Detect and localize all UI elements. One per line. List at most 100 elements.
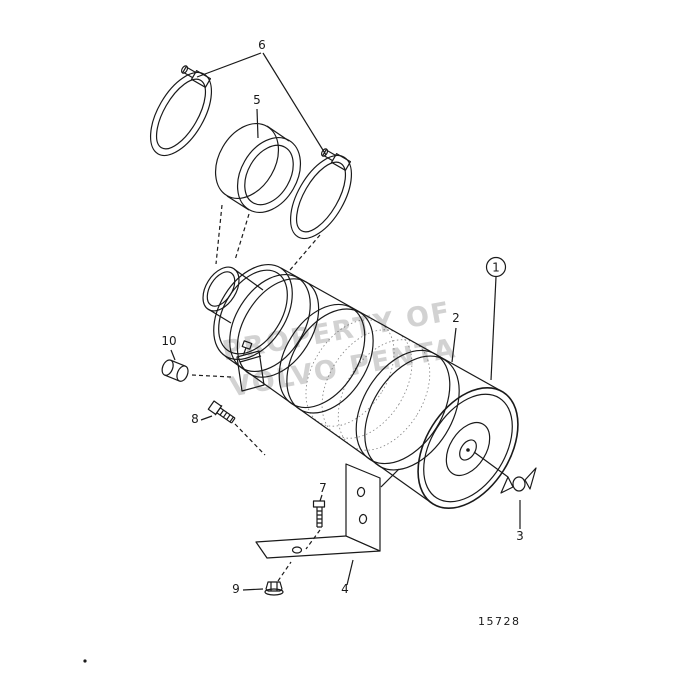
guide-nut9 (277, 561, 292, 582)
guide-bolt8 (234, 423, 266, 456)
line-art: 1 2 3 4 5 6 7 8 9 10 (149, 38, 537, 596)
canister-seam-1a (278, 303, 366, 409)
inlet-neck-mouth-inner (206, 271, 236, 307)
strap-bolt-shank (243, 347, 247, 355)
inlet-neck-top-line (233, 268, 264, 291)
callout-10: 10 (161, 334, 176, 348)
callout-labels: 1 2 3 4 5 6 7 8 9 10 (161, 38, 523, 596)
worm-screw-shaft (183, 66, 196, 79)
wing-left (500, 476, 514, 494)
sleeve-bottom-line (226, 195, 250, 211)
guide-plug (191, 374, 232, 378)
inlet-neck-bottom-line (207, 308, 232, 324)
plug-fitting (161, 359, 189, 382)
bolt8-threads (219, 409, 234, 423)
sleeve-top-line (266, 125, 290, 142)
leader-lines (170, 52, 521, 591)
callout-1: 1 (492, 261, 500, 275)
bracket-foot-hole (291, 546, 303, 554)
bolt8-shank (216, 407, 236, 424)
drawing-number: 15728 (478, 615, 521, 628)
bolt7-shank (316, 507, 323, 528)
assembly-guide-lines (191, 204, 321, 582)
print-dot (83, 659, 87, 663)
wing-nut (500, 467, 537, 494)
leader-bracket (380, 468, 400, 488)
leader-8 (200, 415, 213, 421)
perforation-texture-1 (305, 319, 395, 427)
air-silencer-canister (202, 263, 519, 510)
hose-clamp-lower (289, 148, 353, 240)
worm-screw-shaft (323, 149, 336, 162)
bolt8-head (207, 400, 223, 415)
mounting-bracket (255, 463, 381, 559)
strap-tensioner-bolt (241, 340, 253, 355)
leader-3-stud (473, 451, 509, 478)
leader-4 (346, 559, 354, 586)
canister-bottom-silhouette (224, 355, 434, 505)
bracket-hole-lower (358, 513, 368, 525)
guide-sleeve-left (215, 204, 223, 265)
strap-clamp-block (236, 350, 265, 392)
bolt7-head (312, 500, 326, 508)
bolt8-flange (214, 405, 223, 416)
guide-sleeve-right (234, 213, 250, 261)
callout-9: 9 (232, 582, 240, 596)
hose-clamp-upper (149, 65, 213, 157)
wing-right (524, 467, 537, 490)
front-face-hub (459, 439, 477, 461)
nut-flange (264, 588, 284, 596)
guide-clamp-lower (289, 234, 321, 271)
leader-2 (451, 327, 457, 363)
plug-front-face (176, 365, 189, 382)
leader-6a (196, 52, 262, 78)
bolt-item8 (207, 400, 236, 424)
bolt7-threads (317, 510, 322, 524)
leader-5 (256, 108, 259, 139)
clamp-band-inner (155, 78, 207, 150)
perforation-texture-2 (321, 329, 413, 439)
strap-band-a (229, 273, 311, 373)
callout-3: 3 (516, 529, 524, 543)
plug-body-lines (164, 359, 186, 382)
bolt-item7 (312, 500, 326, 528)
bracket-foot (255, 535, 381, 559)
leader-7 (319, 494, 323, 502)
clamp-band-outer (289, 154, 353, 240)
mounting-strap (229, 273, 320, 392)
clamp-band-inner (295, 161, 347, 233)
strap-clamp-block-detail (239, 355, 262, 363)
canister-front-rim-outer (417, 386, 519, 510)
worm-screw-slot (182, 65, 188, 74)
worm-housing-body (330, 153, 352, 171)
perforation-texture-3 (337, 339, 431, 451)
leader-1 (490, 276, 497, 381)
callout-circle-1 (485, 256, 507, 278)
sleeve-bore (244, 144, 294, 206)
leader-10 (170, 349, 176, 361)
leader-9 (242, 588, 264, 591)
callout-2: 2 (452, 311, 460, 325)
sleeve-front-lip (236, 137, 302, 213)
callout-4: 4 (341, 582, 349, 596)
nut-hex (265, 581, 283, 592)
canister-seam-1b (286, 308, 374, 414)
canister-front-rim-inner (423, 393, 513, 503)
front-face-center-stud (466, 448, 470, 452)
strap-band-b (236, 278, 320, 378)
callout-5: 5 (253, 93, 261, 107)
rubber-sleeve (214, 123, 302, 213)
callout-8: 8 (191, 412, 199, 426)
clamp-band-outer (149, 71, 213, 157)
worm-screw-head (180, 65, 189, 74)
callout-6: 6 (258, 38, 266, 52)
canister-top-silhouette (280, 267, 504, 393)
flange-nut (264, 581, 284, 596)
leader-6b (262, 52, 327, 156)
callout-7: 7 (319, 481, 327, 495)
bracket-hole-upper (356, 486, 366, 498)
canister-seam-2b (364, 355, 460, 471)
wing-nut-body (512, 476, 526, 492)
